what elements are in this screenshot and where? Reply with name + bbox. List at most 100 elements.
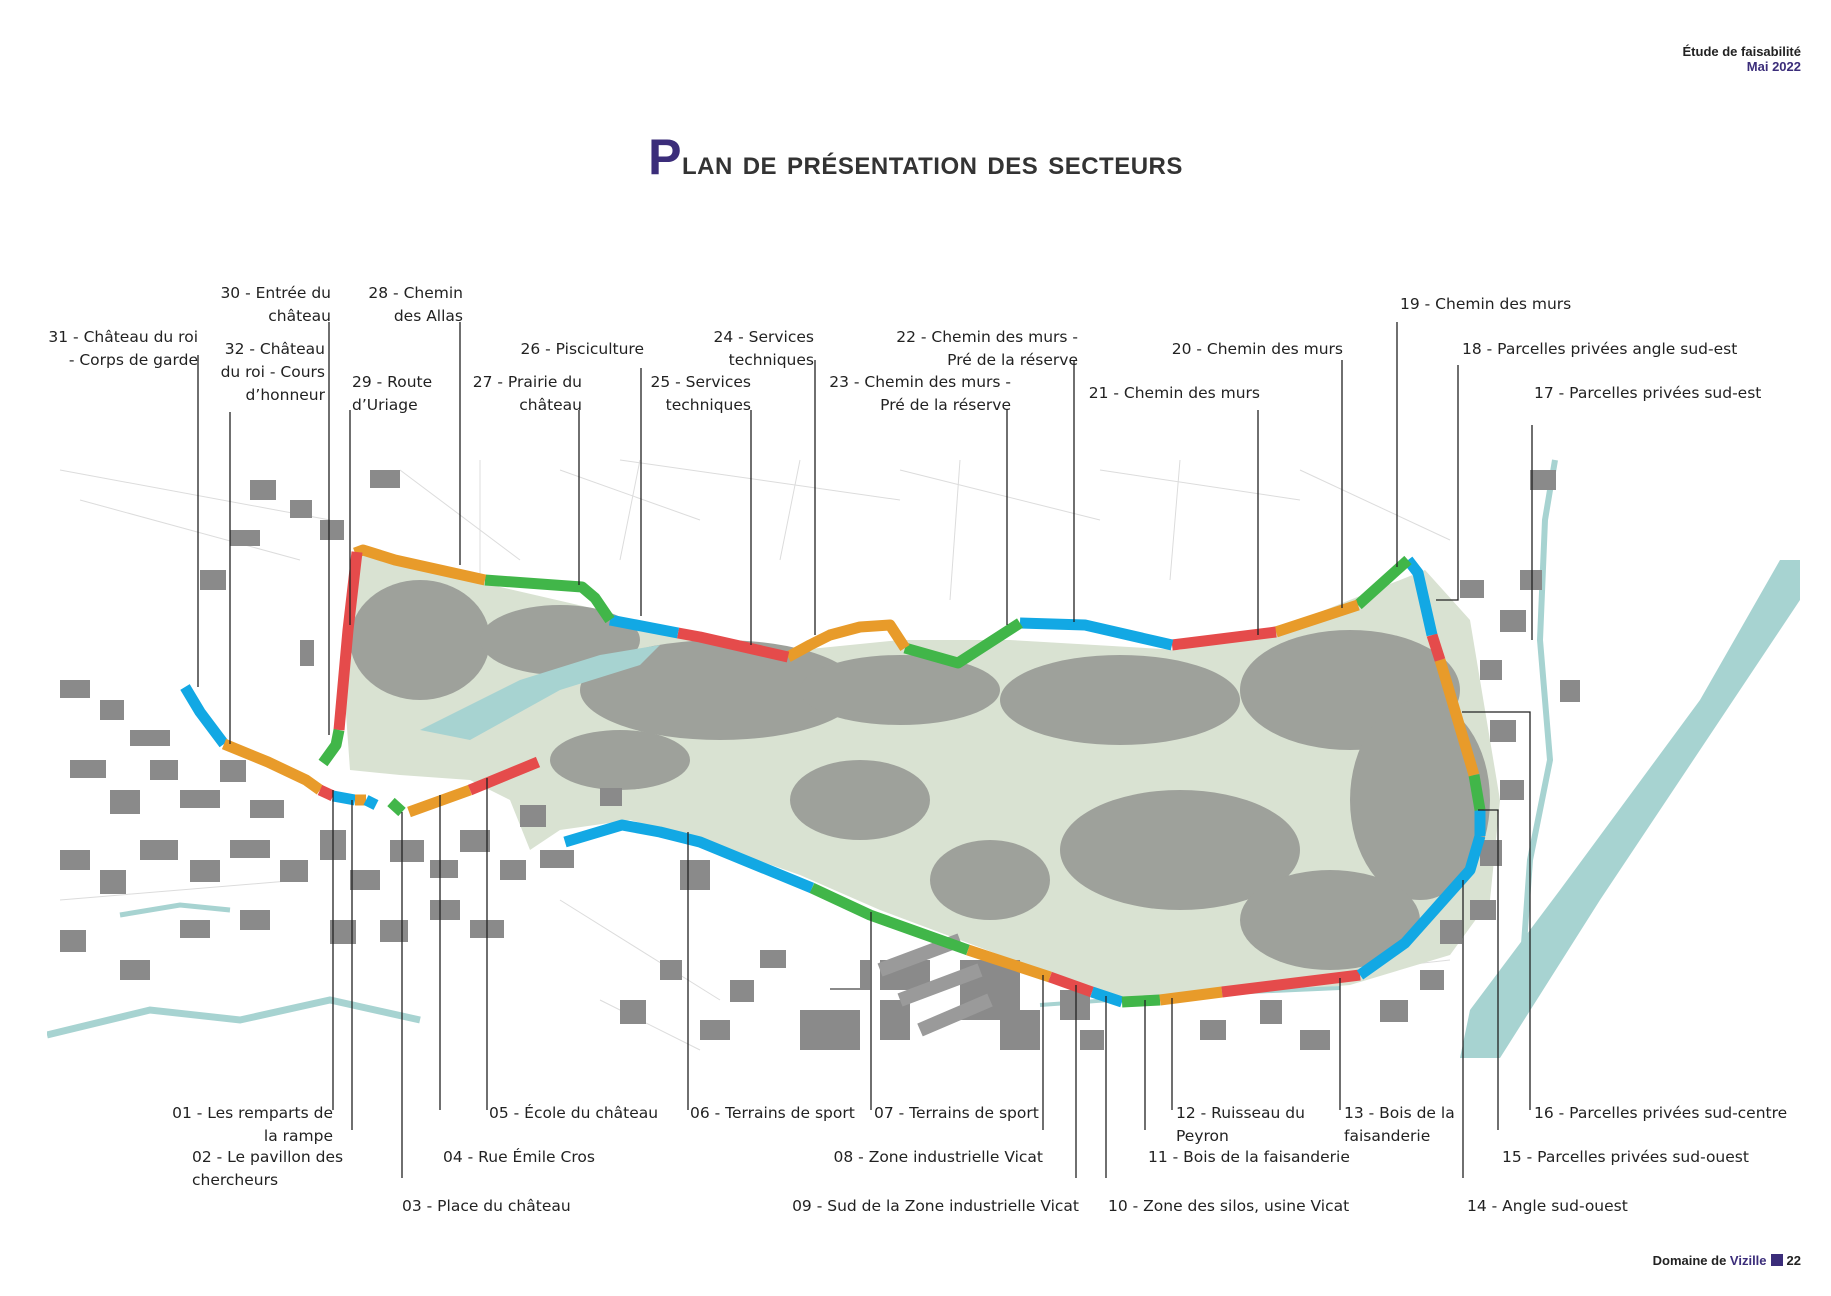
label-line: d’Uriage xyxy=(352,396,418,414)
label-sector-14: 14 - Angle sud-ouest xyxy=(1467,1195,1628,1218)
label-sector-08: 08 - Zone industrielle Vicat xyxy=(834,1146,1043,1169)
label-line: 08 - Zone industrielle Vicat xyxy=(833,1148,1043,1166)
seg-01 xyxy=(317,785,336,801)
label-sector-09: 09 - Sud de la Zone industrielle Vicat xyxy=(792,1195,1079,1218)
title-initial: P xyxy=(648,129,682,185)
label-line: d’honneur xyxy=(245,386,325,404)
pond xyxy=(420,645,660,740)
label-line: 22 - Chemin des murs - xyxy=(896,328,1078,346)
label-line: 16 - Parcelles privées sud-centre xyxy=(1534,1104,1788,1122)
label-sector-26: 26 - Pisciculture xyxy=(520,338,644,361)
label-line: chercheurs xyxy=(192,1171,279,1189)
label-line: 09 - Sud de la Zone industrielle Vicat xyxy=(792,1197,1079,1215)
seg-26 xyxy=(608,614,680,639)
seg-07 xyxy=(809,883,970,956)
label-line: 21 - Chemin des murs xyxy=(1088,384,1260,402)
label-sector-01: 01 - Les remparts de la rampe xyxy=(172,1102,333,1148)
label-line: 19 - Chemin des murs xyxy=(1400,295,1572,313)
label-sector-18: 18 - Parcelles privées angle sud-est xyxy=(1462,338,1737,361)
label-line: 26 - Pisciculture xyxy=(520,340,644,358)
label-sector-19: 19 - Chemin des murs xyxy=(1400,293,1571,316)
label-line: 14 - Angle sud-ouest xyxy=(1467,1197,1628,1215)
seg-20 xyxy=(1274,599,1360,638)
label-line: 13 - Bois de la xyxy=(1344,1104,1455,1122)
footer-square-icon xyxy=(1770,1254,1783,1266)
footer-domain-name: Vizille xyxy=(1729,1253,1767,1268)
label-line: Peyron xyxy=(1176,1127,1229,1145)
label-sector-03: 03 - Place du château xyxy=(402,1195,571,1218)
label-line: 30 - Entrée du xyxy=(220,284,331,302)
seg-12 xyxy=(1159,986,1223,1006)
label-line: 15 - Parcelles privées sud-ouest xyxy=(1502,1148,1749,1166)
label-line: 05 - École du château xyxy=(489,1104,659,1122)
label-line: 18 - Parcelles privées angle sud-est xyxy=(1462,340,1738,358)
seg-25 xyxy=(677,627,790,663)
label-line: 01 - Les remparts de xyxy=(172,1104,333,1122)
label-line: 11 - Bois de la faisanderie xyxy=(1148,1148,1350,1166)
seg-08 xyxy=(966,944,1052,983)
label-line: château xyxy=(519,396,582,414)
base-map xyxy=(47,455,1800,1058)
seg-16 xyxy=(1468,774,1486,811)
seg-13 xyxy=(1221,969,1361,998)
seg-28 xyxy=(353,544,487,586)
label-line: 07 - Terrains de sport xyxy=(874,1104,1039,1122)
label-line: du roi - Cours xyxy=(220,363,325,381)
label-sector-16: 16 - Parcelles privées sud-centre xyxy=(1534,1102,1787,1125)
label-sector-10: 10 - Zone des silos, usine Vicat xyxy=(1108,1195,1349,1218)
label-line: 25 - Services xyxy=(650,373,751,391)
title-rest: lan de présentation des secteurs xyxy=(681,144,1183,182)
label-line: Pré de la réserve xyxy=(880,396,1011,414)
label-sector-17: 17 - Parcelles privées sud-est xyxy=(1534,382,1761,405)
label-line: 27 - Prairie du xyxy=(472,373,582,391)
label-line: 03 - Place du château xyxy=(402,1197,571,1215)
seg-30 xyxy=(318,728,345,767)
study-date: Mai 2022 xyxy=(1746,59,1801,74)
label-line: 29 - Route xyxy=(352,373,433,391)
label-line: 02 - Le pavillon des xyxy=(192,1148,344,1166)
seg-23 xyxy=(903,618,1023,669)
footer-prefix: Domaine de xyxy=(1652,1253,1730,1268)
label-line: la rampe xyxy=(263,1127,333,1145)
label-line: des Allas xyxy=(393,307,463,325)
seg-09 xyxy=(1048,971,1094,998)
seg-29 xyxy=(333,551,363,731)
tree-cover xyxy=(350,580,1490,970)
seg-17 xyxy=(1434,658,1480,777)
label-line: 23 - Chemin des murs - xyxy=(829,373,1011,391)
seg-21 xyxy=(1171,626,1277,651)
seg-24 xyxy=(785,619,910,662)
seg-32 xyxy=(221,738,324,795)
seg-14 xyxy=(1356,834,1486,980)
label-line: 31 - Château du roi xyxy=(48,328,198,346)
label-sector-04: 04 - Rue Émile Cros xyxy=(443,1146,595,1169)
seg-22 xyxy=(1019,617,1174,651)
label-line: techniques xyxy=(728,351,814,369)
sector-segments xyxy=(180,544,1486,1008)
label-sector-20: 20 - Chemin des murs xyxy=(1172,338,1343,361)
label-sector-02: 02 - Le pavillon des chercheurs xyxy=(192,1146,352,1192)
seg-11 xyxy=(1121,994,1161,1008)
clearing xyxy=(820,960,860,988)
label-sector-29: 29 - Route d’Uriage xyxy=(352,371,432,417)
label-sector-15: 15 - Parcelles privées sud-ouest xyxy=(1502,1146,1749,1169)
label-sector-28: 28 - Chemin des Allas xyxy=(368,282,463,328)
label-sector-22: 22 - Chemin des murs -Pré de la réserve xyxy=(896,326,1078,372)
label-line: - Corps de garde xyxy=(68,351,198,369)
seg-02 xyxy=(332,790,356,806)
label-line: château xyxy=(268,307,331,325)
stream-west xyxy=(119,902,231,918)
seg-10 xyxy=(1090,986,1124,1008)
label-line: 28 - Chemin xyxy=(368,284,463,302)
seg-27 xyxy=(484,574,615,624)
label-line: 06 - Terrains de sport xyxy=(690,1104,855,1122)
page-title: Plan de présentation des secteurs xyxy=(0,128,1831,186)
label-sector-21: 21 - Chemin des murs xyxy=(1089,382,1260,405)
